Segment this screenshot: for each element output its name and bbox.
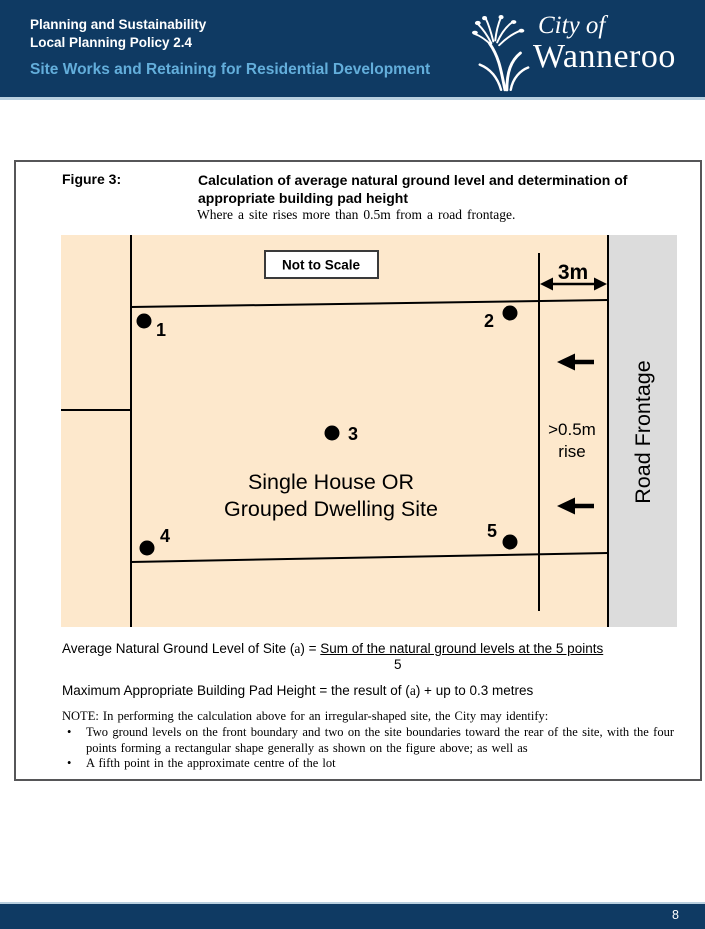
ground-point-dot-5 [502,534,518,550]
rear-boundary-line [130,552,609,563]
site-name-line-1: Single House OR [248,470,414,494]
formula1-variable: a [294,641,301,656]
figure-subtitle: Where a site rises more than 0.5m from a… [197,207,516,222]
formula-pad-height: Maximum Appropriate Building Pad Height … [62,683,533,699]
note-bullet-list: Two ground levels on the front boundary … [62,725,674,772]
formula-denominator: 5 [394,657,402,672]
ground-point-label-2: 2 [484,311,494,331]
formula2-suffix: ) + up to 0.3 metres [415,683,534,698]
site-name-line-2: Grouped Dwelling Site [224,497,438,521]
logo-city-of: City of [538,12,606,39]
ground-point-label-4: 4 [160,526,170,546]
ground-point-dot-3 [324,425,340,441]
slope-left-arrow-icon-1 [557,353,594,371]
logo-wanneroo: Wanneroo [533,38,676,75]
front-boundary-line [130,299,609,308]
road-reserve-strip [607,235,677,627]
site-diagram: Not to Scale 3m >0.5m rise Road Frontag [61,235,677,627]
footer-separator [0,902,705,904]
rise-label-line-2: rise [558,442,585,461]
wanneroo-logo: City of Wanneroo [472,10,697,92]
policy-number: Local Planning Policy 2.4 [30,35,193,50]
formula2-prefix: Maximum Appropriate Building Pad Height … [62,683,410,698]
figure-label: Figure 3: [62,171,122,187]
header-separator [0,97,705,100]
ground-point-dot-2 [502,305,518,321]
dimension-3m-label: 3m [558,261,588,284]
note-bullet-1: Two ground levels on the front boundary … [62,725,674,756]
rise-label-line-1: >0.5m [548,420,596,439]
formula2-variable: a [409,683,416,698]
not-to-scale-box [264,250,379,279]
formula1-prefix: Average Natural Ground Level of Site ( [62,641,295,656]
formula-numerator: Sum of the natural ground levels at the … [320,641,604,656]
road-frontage-label: Road Frontage [631,360,655,503]
ground-point-label-1: 1 [156,320,166,340]
figure-box: Figure 3: Calculation of average natural… [14,160,702,781]
formula1-equals: ) = [300,641,321,656]
note-bullet-2: A fifth point in the approximate centre … [62,756,674,772]
figure-title-line-2: appropriate building pad height [198,190,408,206]
dimension-3m-arrow-icon [540,277,607,291]
figure-title-line-1: Calculation of average natural ground le… [198,172,628,188]
slope-left-arrow-icon-2 [557,497,594,515]
formula-average-ngl: Average Natural Ground Level of Site (a)… [62,641,603,657]
figure-title: Calculation of average natural ground le… [198,171,627,207]
policy-title: Site Works and Retaining for Residential… [30,61,431,78]
ground-point-label-5: 5 [487,521,497,541]
page-number: 8 [672,908,679,922]
ground-point-dot-1 [136,313,152,329]
footer-band: 8 [0,904,705,929]
ground-point-label-3: 3 [348,424,358,444]
note-heading: NOTE: In performing the calculation abov… [62,709,549,723]
not-to-scale-label: Not to Scale [282,258,361,273]
kangaroo-paw-icon [472,15,530,92]
department-title: Planning and Sustainability [30,17,207,32]
header-band: Planning and Sustainability Local Planni… [0,0,705,97]
ground-point-dot-4 [139,540,155,556]
